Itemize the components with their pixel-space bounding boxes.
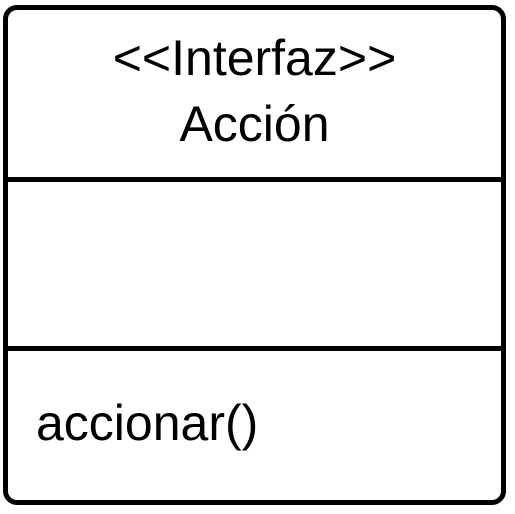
class-name: Acción xyxy=(179,96,330,152)
operations-compartment: accionar() xyxy=(8,351,501,500)
attributes-compartment xyxy=(8,182,501,351)
stereotype-label: <<Interfaz>> xyxy=(112,30,397,86)
operation-accionar: accionar() xyxy=(36,395,259,451)
uml-interface-box: <<Interfaz>> Acción accionar() xyxy=(3,5,506,505)
name-compartment: <<Interfaz>> Acción xyxy=(8,10,501,182)
